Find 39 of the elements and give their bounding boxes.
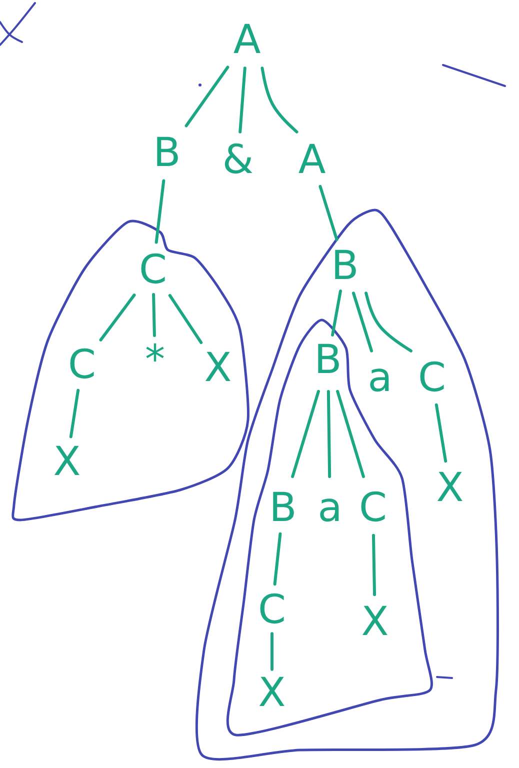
tree-symbol: B <box>314 340 342 380</box>
tree-symbol: * <box>145 340 165 380</box>
tree-branch-line <box>364 292 412 352</box>
tree-branch-line <box>270 632 274 671</box>
tree-branch-line <box>184 66 230 128</box>
tree-symbol: A <box>298 140 326 180</box>
tree-branch-line <box>352 292 374 352</box>
tree-symbol: C <box>68 345 96 385</box>
tree-symbol: X <box>258 673 286 713</box>
tree-symbol: C <box>418 358 446 398</box>
tree-branch-line <box>336 390 365 478</box>
tree-symbol: C <box>258 590 286 630</box>
tree-branch-line <box>291 390 320 478</box>
tree-branch-line <box>331 289 342 337</box>
tree-symbol: & <box>222 140 254 180</box>
tree-symbol: B <box>153 133 181 173</box>
tree-symbol: A <box>233 20 261 60</box>
tree-symbol: X <box>204 348 232 388</box>
tree-branch-line <box>318 184 338 242</box>
tree-symbol: X <box>361 602 389 642</box>
tree-branch-line <box>326 390 332 478</box>
tree-branch-line <box>434 403 448 463</box>
tree-branch-line <box>69 388 80 438</box>
tree-symbol: X <box>436 468 464 508</box>
tree-branch-line <box>372 534 376 596</box>
tree-symbol: C <box>139 250 167 290</box>
tree-branch-line <box>99 294 136 342</box>
tree-branch-line <box>273 532 282 586</box>
tree-symbol: a <box>368 358 392 398</box>
tree-branch-line <box>168 294 203 344</box>
tree-branch-line <box>152 292 156 338</box>
tree-symbol: B <box>331 246 359 286</box>
tree-symbol: B <box>269 488 297 528</box>
tree-branch-line <box>238 66 246 134</box>
tree-symbol: a <box>318 488 342 528</box>
tree-symbol: X <box>53 442 81 482</box>
tree-branch-line <box>154 179 166 244</box>
tree-branch-line <box>260 66 298 134</box>
tree-symbol: C <box>359 488 387 528</box>
